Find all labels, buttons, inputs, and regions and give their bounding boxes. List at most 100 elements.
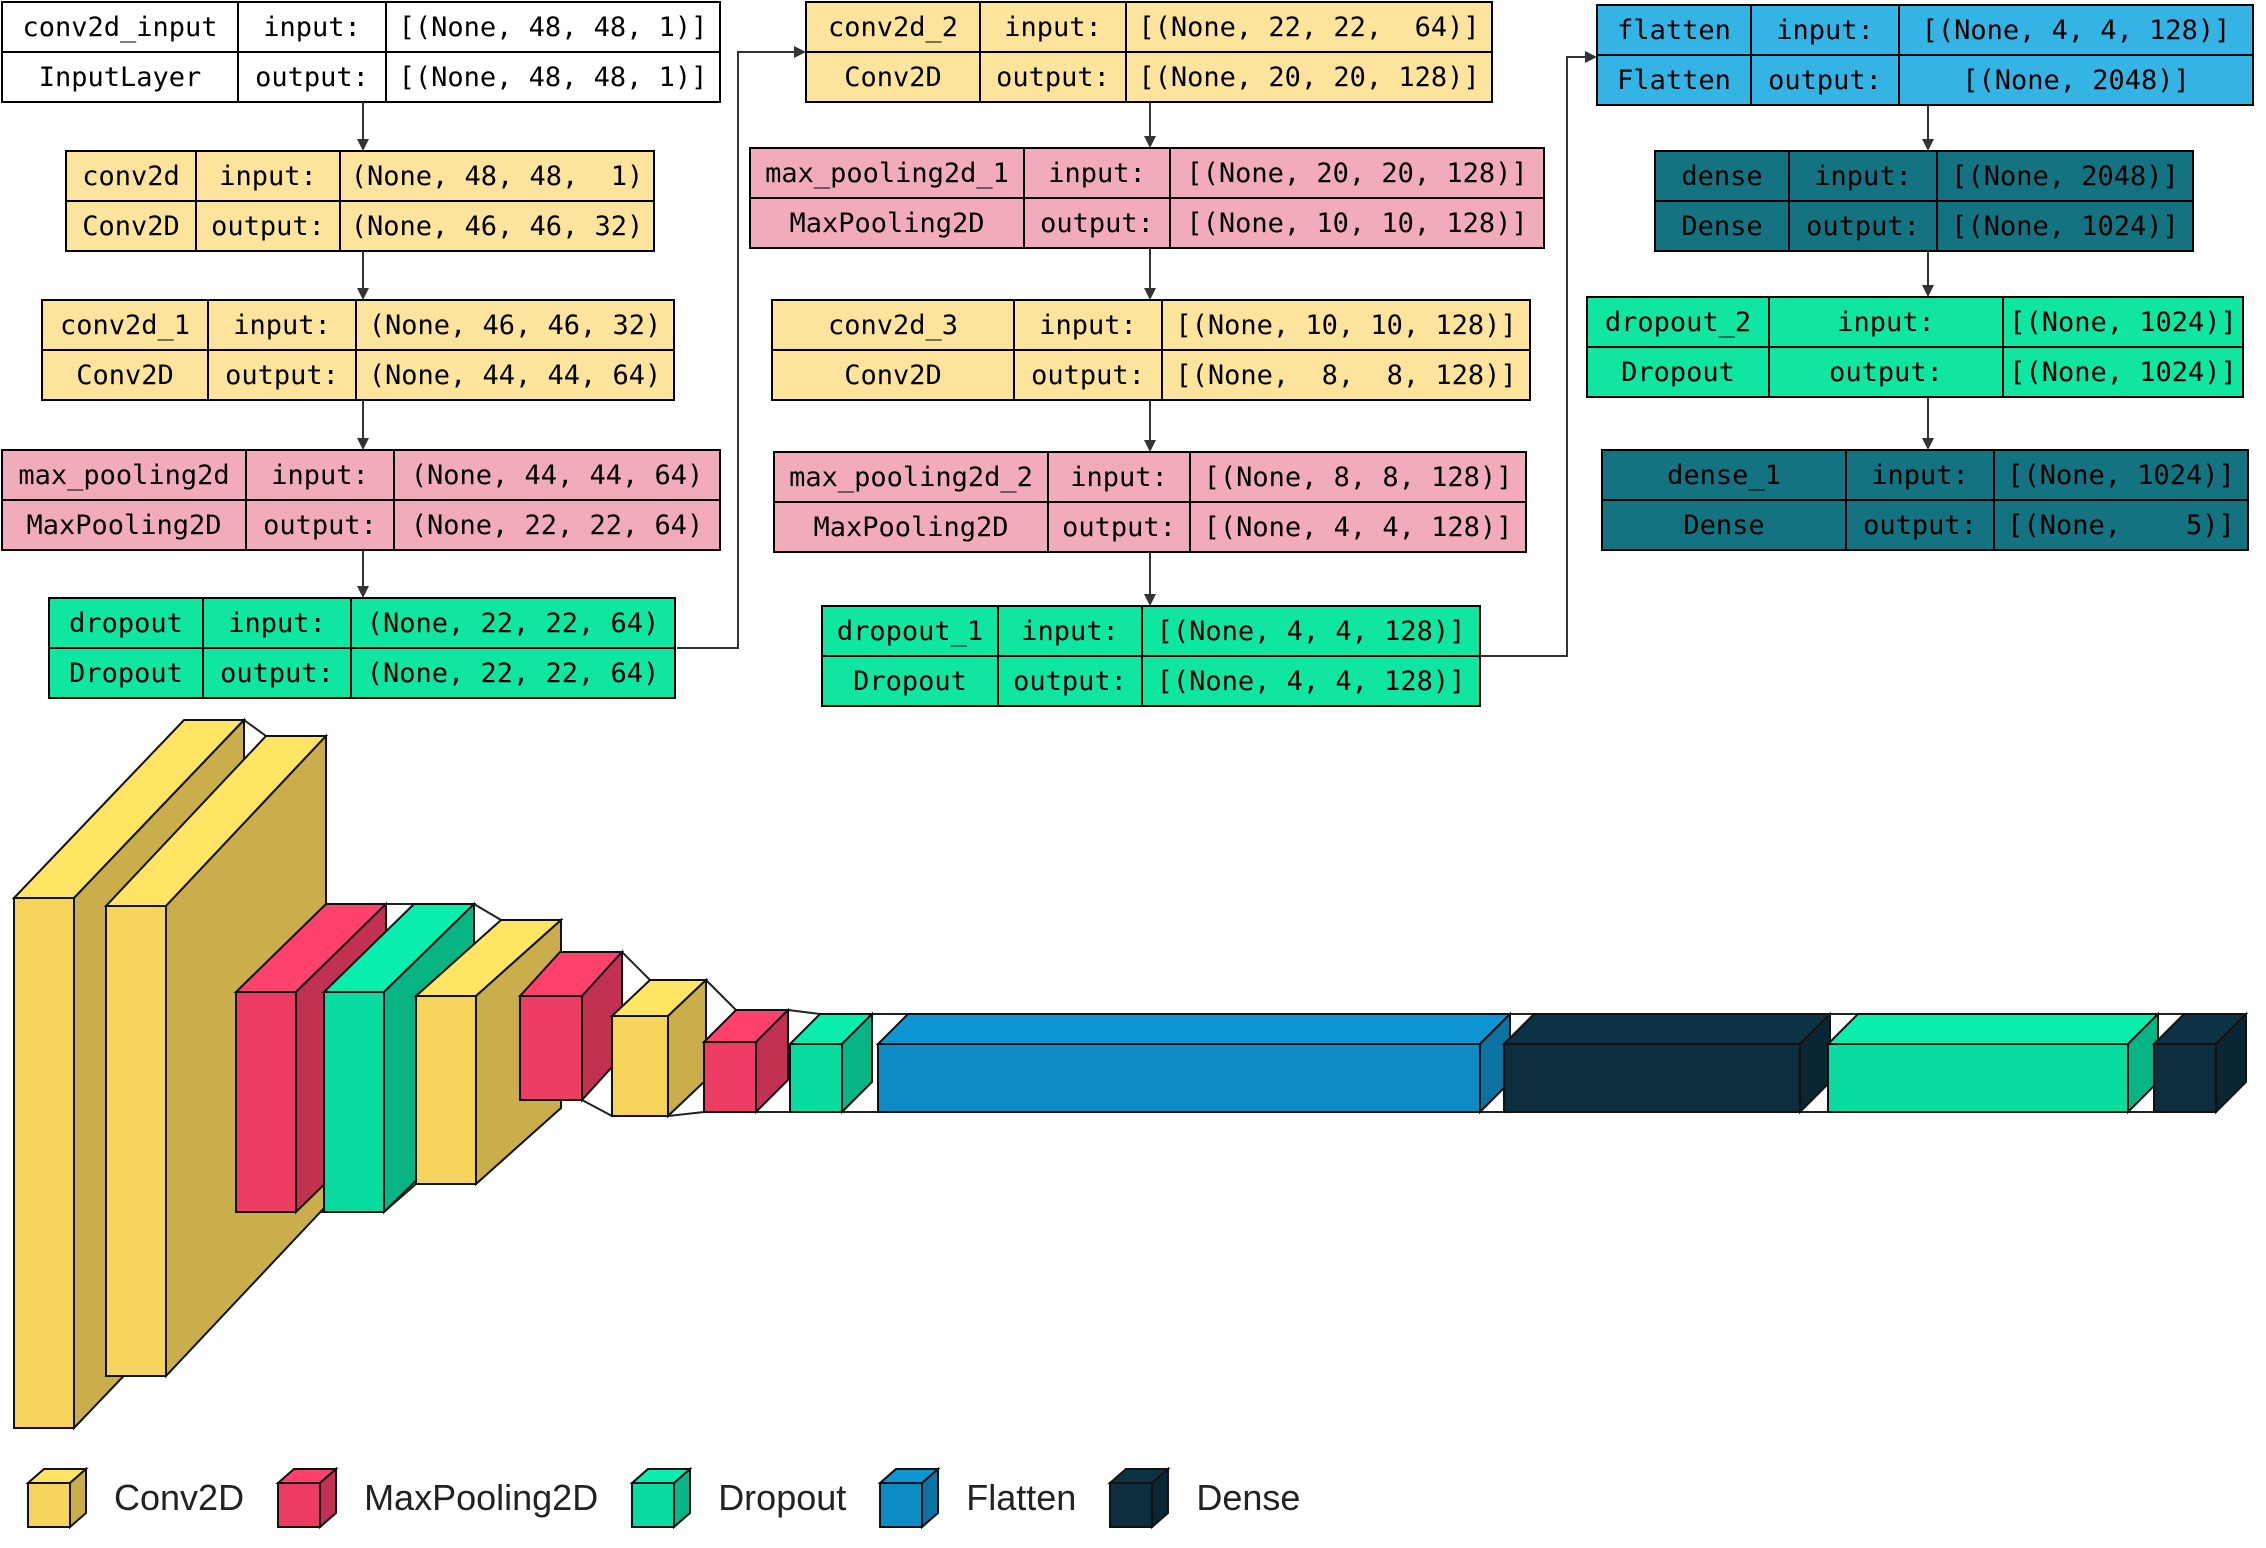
layer-box-max_pooling2d: max_pooling2d input: (None, 44, 44, 64) Max… — [1, 449, 721, 551]
layer-block-dropout_2 — [1825, 1011, 2161, 1115]
input-label: input: — [1048, 158, 1146, 189]
layer-name: max_pooling2d_1 — [765, 158, 1009, 189]
connector-arrow — [357, 550, 369, 598]
layer-block-flatten — [875, 1011, 1513, 1115]
output-shape: [(None, 8, 8, 128)] — [1175, 360, 1516, 391]
legend: Conv2D MaxPooling2D Dropout Flatten Dense — [24, 1458, 1330, 1538]
input-label: input: — [1814, 161, 1912, 192]
output-shape: [(None, 1024)] — [2009, 357, 2237, 388]
output-label: output: — [255, 62, 369, 93]
layer-type: Dropout — [1621, 357, 1735, 388]
output-shape: [(None, 10, 10, 128)] — [1186, 208, 1527, 239]
input-label: input: — [1021, 616, 1119, 647]
legend-label: Dropout — [718, 1477, 847, 1518]
layer-name: conv2d_3 — [828, 310, 958, 341]
input-label: input: — [1776, 15, 1874, 46]
layer-box-max_pooling2d_2: max_pooling2d_2 input: [(None, 8, 8, 128)]… — [773, 451, 1527, 553]
input-label: input: — [263, 12, 361, 43]
output-shape: [(None, 4, 4, 128)] — [1204, 512, 1513, 543]
connector-arrow — [1144, 248, 1156, 300]
input-shape: [(None, 1024)] — [2009, 307, 2237, 338]
layer-name: dense_1 — [1667, 460, 1781, 491]
layer-name: dropout — [69, 608, 183, 639]
layer-name: max_pooling2d_2 — [789, 462, 1033, 493]
layer-name: max_pooling2d — [18, 460, 229, 491]
layer-block-dense_1 — [2151, 1011, 2249, 1115]
layer-name: dropout_2 — [1605, 307, 1751, 338]
input-shape: [(None, 1024)] — [2007, 460, 2235, 491]
layer-type: Dense — [1681, 211, 1762, 242]
output-label: output: — [1829, 357, 1943, 388]
input-label: input: — [228, 608, 326, 639]
layer-visualization — [11, 717, 2249, 1431]
output-label: output: — [1768, 65, 1882, 96]
layer-name: conv2d_input — [22, 12, 217, 43]
output-label: output: — [1062, 512, 1176, 543]
layer-box-dropout_2: dropout_2 input: [(None, 1024)] Dropout outp… — [1586, 296, 2244, 398]
legend-swatch-icon — [275, 1466, 339, 1530]
output-shape: (None, 44, 44, 64) — [369, 360, 662, 391]
input-shape: (None, 22, 22, 64) — [367, 608, 660, 639]
layer-type: Flatten — [1617, 65, 1731, 96]
input-shape: [(None, 22, 22, 64)] — [1138, 12, 1479, 43]
layer-link — [756, 1009, 821, 1113]
output-label: output: — [263, 510, 377, 541]
layer-link — [1800, 1013, 1858, 1113]
layer-type: Conv2D — [844, 360, 942, 391]
legend-item-conv2d: Conv2D — [24, 1465, 244, 1531]
connector-arrow — [1144, 400, 1156, 452]
input-shape: [(None, 20, 20, 128)] — [1186, 158, 1527, 189]
layer-type: Conv2D — [76, 360, 174, 391]
legend-label: Dense — [1196, 1477, 1301, 1518]
connector-arrow — [357, 400, 369, 450]
input-label: input: — [1070, 462, 1168, 493]
layer-type: Dropout — [69, 658, 183, 689]
input-label: input: — [233, 310, 331, 341]
legend-item-maxpooling2d: MaxPooling2D — [274, 1465, 598, 1531]
input-label: input: — [1837, 307, 1935, 338]
legend-label: MaxPooling2D — [364, 1477, 599, 1518]
layer-type: Conv2D — [82, 211, 180, 242]
legend-item-flatten: Flatten — [876, 1465, 1076, 1531]
layer-name: conv2d_1 — [60, 310, 190, 341]
layer-block-conv2d_3 — [609, 977, 709, 1119]
legend-swatch-icon — [629, 1466, 693, 1530]
legend-swatch-icon — [877, 1466, 941, 1530]
output-label: output: — [225, 360, 339, 391]
layer-name: flatten — [1617, 15, 1731, 46]
layer-block-dropout_1 — [787, 1011, 875, 1115]
layer-name: conv2d_2 — [828, 12, 958, 43]
layer-type: InputLayer — [39, 62, 202, 93]
layer-block-max_pooling2d_2 — [701, 1007, 791, 1115]
output-shape: [(None, 5)] — [2007, 510, 2235, 541]
output-shape: (None, 22, 22, 64) — [411, 510, 704, 541]
input-shape: [(None, 8, 8, 128)] — [1204, 462, 1513, 493]
layer-type: MaxPooling2D — [26, 510, 221, 541]
input-label: input: — [271, 460, 369, 491]
connector-elbow — [1480, 51, 1597, 657]
output-label: output: — [211, 211, 325, 242]
layer-link — [581, 951, 651, 1117]
input-shape: (None, 44, 44, 64) — [411, 460, 704, 491]
layer-type: MaxPooling2D — [813, 512, 1008, 543]
layer-name: dense — [1681, 161, 1762, 192]
layer-type: MaxPooling2D — [789, 208, 984, 239]
output-label: output: — [1040, 208, 1154, 239]
legend-item-dense: Dense — [1106, 1465, 1300, 1531]
output-label: output: — [1806, 211, 1920, 242]
layer-type: Conv2D — [844, 62, 942, 93]
input-shape: [(None, 4, 4, 128)] — [1922, 15, 2231, 46]
layer-link — [1480, 1013, 1534, 1113]
input-shape: (None, 48, 48, 1) — [351, 161, 644, 192]
layer-type: Dropout — [853, 666, 967, 697]
input-shape: [(None, 10, 10, 128)] — [1175, 310, 1516, 341]
output-label: output: — [996, 62, 1110, 93]
legend-item-dropout: Dropout — [628, 1465, 846, 1531]
